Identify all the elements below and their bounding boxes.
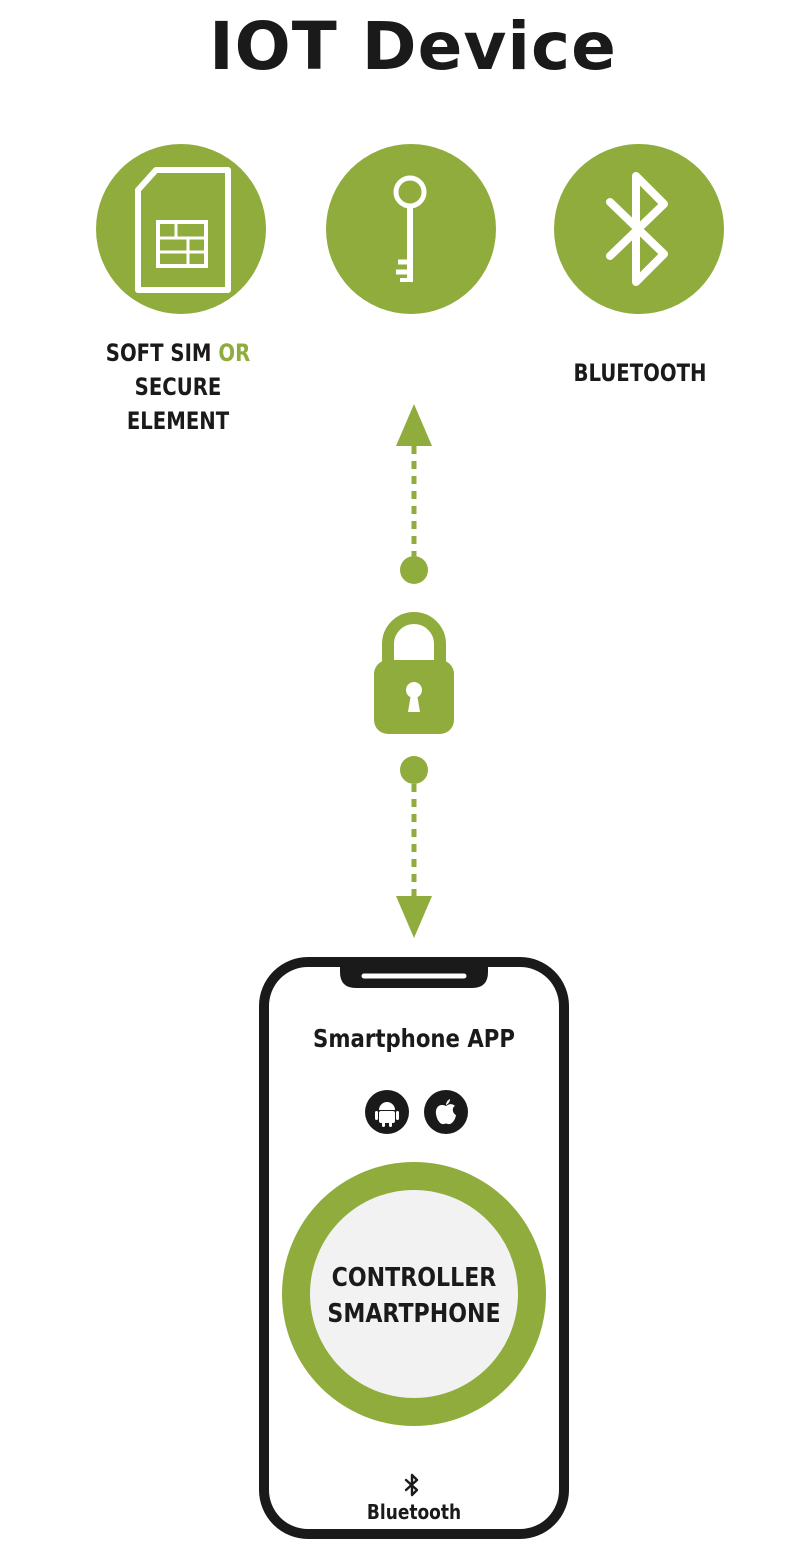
sim-card-icon [135, 167, 231, 293]
secure-connection-connector [374, 404, 454, 938]
controller-inner-circle [310, 1190, 518, 1398]
bluetooth-icon [606, 172, 668, 286]
bluetooth-circle [554, 144, 724, 314]
arrow-up-icon [396, 404, 432, 446]
sim-label: SOFT SIM OR SECURE ELEMENT [81, 336, 275, 438]
sim-label-line1: SOFT SIM [105, 339, 212, 367]
apple-icon [435, 1099, 456, 1125]
android-icon [375, 1102, 399, 1127]
controller-label-line1: CONTROLLER [331, 1263, 497, 1293]
controller-label: CONTROLLER SMARTPHONE [317, 1260, 511, 1332]
smartphone-app-title: Smartphone APP [313, 1024, 515, 1053]
key-circle [326, 144, 496, 314]
padlock-icon [374, 612, 454, 734]
phone-bluetooth-label: Bluetooth [366, 1500, 462, 1524]
key-icon [393, 175, 427, 282]
sim-circle [96, 144, 266, 314]
android-badge [365, 1090, 409, 1134]
connector-dot-bottom [400, 756, 428, 784]
apple-badge [424, 1090, 468, 1134]
bluetooth-small-icon [404, 1473, 419, 1497]
controller-label-line2: SMARTPHONE [327, 1299, 501, 1329]
page-title: IOT Device [209, 8, 617, 85]
sim-label-or: OR [218, 339, 251, 367]
bluetooth-label: BLUETOOTH [573, 359, 707, 387]
arrow-down-icon [396, 896, 432, 938]
sim-label-line2: SECURE ELEMENT [126, 373, 230, 435]
connector-dot-top [400, 556, 428, 584]
